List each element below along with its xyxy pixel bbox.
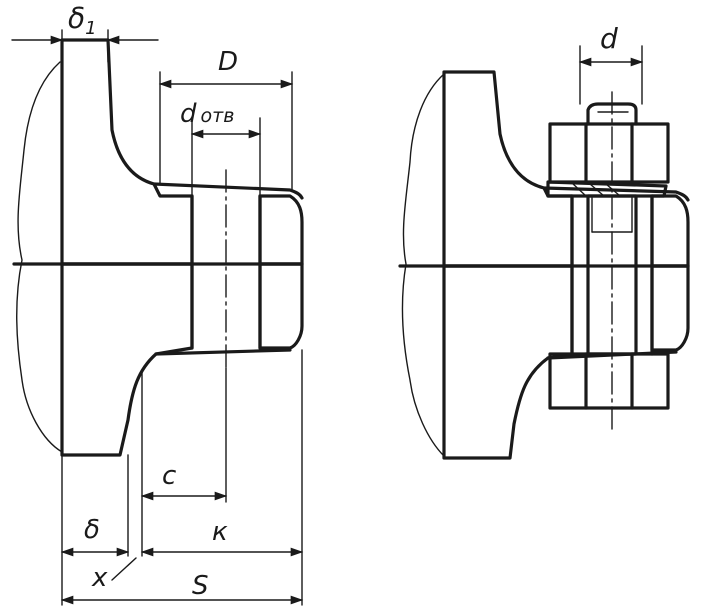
- dim-x-label: x: [91, 563, 108, 593]
- right-upper-rim-section: [650, 194, 690, 268]
- right-lower-rim-section: [650, 264, 690, 352]
- nut: [548, 102, 670, 184]
- dim-c-label: c: [162, 461, 176, 491]
- left-lower-rim-section: [258, 262, 304, 350]
- right-view: d: [398, 22, 690, 460]
- left-upper-flange-section: [60, 38, 194, 266]
- bolt-head: [548, 352, 670, 410]
- right-wall-break-line: [401, 73, 445, 457]
- washer: [546, 180, 668, 198]
- left-lower-flange-section: [60, 262, 194, 457]
- dim-S-label: S: [192, 571, 209, 601]
- right-lower-flange-section: [442, 264, 574, 460]
- dim-delta-label: δ: [84, 515, 100, 545]
- dim-k-label: к: [212, 517, 228, 547]
- left-wall-break-line: [16, 61, 63, 453]
- right-upper-flange-section: [442, 70, 574, 268]
- dim-d-label: d: [600, 22, 618, 55]
- dim-D-label: D: [218, 47, 238, 77]
- dim-delta1-label: δ1: [68, 2, 97, 39]
- left-upper-rim-section: [258, 194, 304, 266]
- dim-x-leader: [111, 557, 137, 581]
